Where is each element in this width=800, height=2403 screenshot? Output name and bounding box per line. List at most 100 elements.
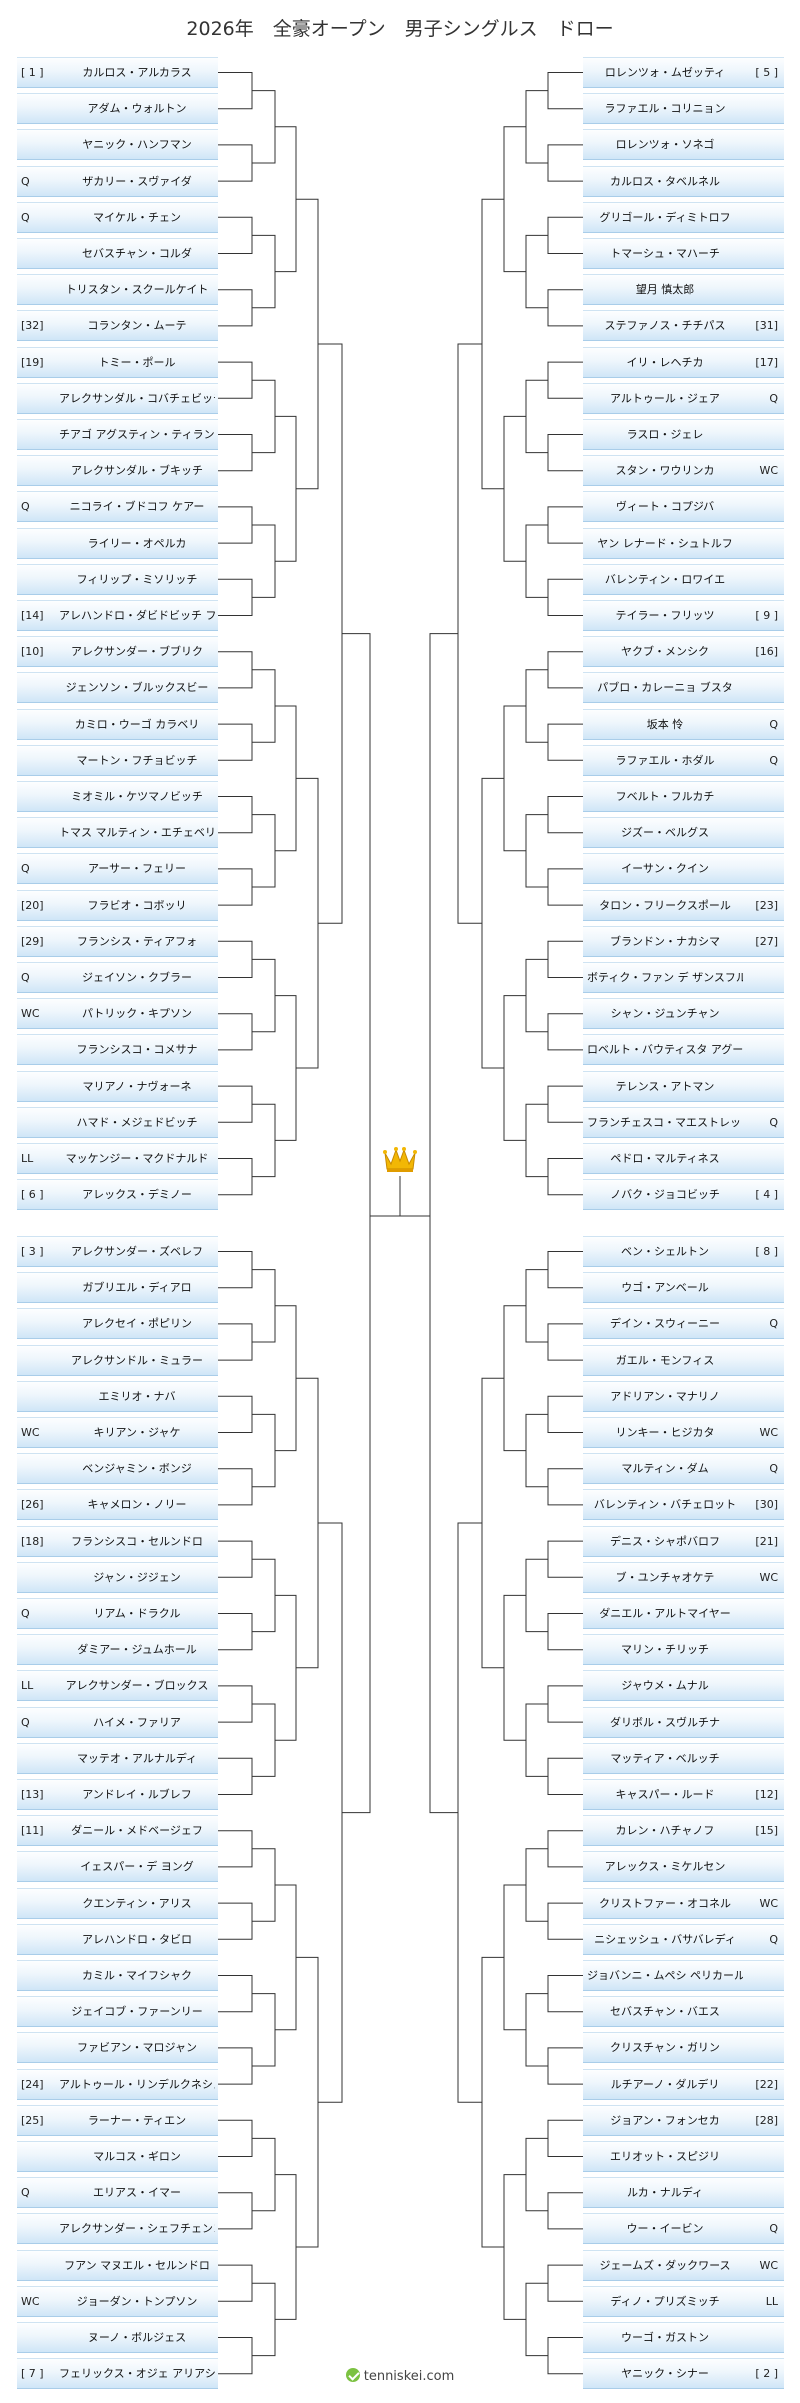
seed-tag: WC xyxy=(21,2295,40,2308)
bracket-line xyxy=(218,1757,253,1795)
player-name: マートン・フチョビッチ xyxy=(76,754,198,767)
player-name: マッテオ・アルナルディ xyxy=(76,1752,198,1765)
seed-tag: [28] xyxy=(755,2114,778,2127)
bracket-line xyxy=(481,1956,504,2248)
player-name: 望月 慎太郎 xyxy=(635,283,695,296)
seed-tag: [32] xyxy=(21,319,44,332)
seed-tag: Q xyxy=(21,971,30,984)
player-name: テイラー・フリッツ xyxy=(615,609,715,622)
bracket-line xyxy=(252,1103,276,1178)
player-name: ブランドン・ナカシマ xyxy=(610,935,720,948)
player-slot: ダミアー・ジュムホール xyxy=(17,1634,218,1665)
bracket-line xyxy=(252,2137,276,2212)
bracket-line xyxy=(275,705,297,852)
seed-tag: [18] xyxy=(21,1535,44,1548)
bracket-line xyxy=(503,1594,526,1741)
player-name: グリゴール・ディミトロフ xyxy=(599,211,731,224)
player-slot: ウゴ・アンベール xyxy=(583,1272,784,1303)
bracket-line xyxy=(547,434,583,472)
bracket-line xyxy=(275,1305,297,1452)
player-slot: [14]アレハンドロ・ダビドビッチ フォキナ xyxy=(17,600,218,631)
player-slot: ガエル・モンフィス xyxy=(583,1345,784,1376)
player-name: パトリック・キプソン xyxy=(81,1007,193,1020)
bracket-line xyxy=(252,234,276,309)
bracket-line xyxy=(547,1323,583,1361)
seed-tag: [ 8 ] xyxy=(755,1245,778,1258)
player-slot: [20]フラビオ・コボッリ xyxy=(17,890,218,921)
player-slot: [11]ダニール・メドベージェフ xyxy=(17,1815,218,1846)
player-name: アレハンドロ・タビロ xyxy=(82,1933,192,1946)
player-slot: ロベルト・バウティスタ アグート xyxy=(583,1034,784,1065)
bracket-line xyxy=(525,1703,548,1777)
player-slot: アレハンドロ・タビロ xyxy=(17,1924,218,1955)
bracket-line xyxy=(429,633,458,1814)
player-slot: [ 9 ]テイラー・フリッツ xyxy=(583,600,784,631)
player-slot: ライリー・オペルカ xyxy=(17,528,218,559)
seed-tag: [ 3 ] xyxy=(21,1245,44,1258)
player-name: ウー・イービン xyxy=(626,2222,704,2235)
bracket-line xyxy=(252,2282,276,2357)
player-name: スタン・ワウリンカ xyxy=(615,464,715,477)
player-slot: バレンティン・ロワイエ xyxy=(583,564,784,595)
bracket-line xyxy=(525,2282,548,2357)
player-name: ルカ・ナルディ xyxy=(627,2186,703,2199)
bracket-line xyxy=(318,343,343,924)
bracket-line xyxy=(218,2047,253,2085)
player-name: ノバク・ジョコビッチ xyxy=(610,1188,720,1201)
player-name: ロレンツォ・ソネゴ xyxy=(615,138,715,151)
player-name: フベルト・フルカチ xyxy=(615,790,715,803)
bracket-line xyxy=(296,1956,319,2248)
bracket-line xyxy=(481,1377,504,1669)
player-name: ボティク・ファン デ ザンスフルプ xyxy=(587,971,743,984)
player-name: ライリー・オペルカ xyxy=(87,537,187,550)
bracket-line xyxy=(525,1103,548,1178)
player-name: マリアノ・ナヴォーネ xyxy=(82,1080,192,1093)
bracket-line xyxy=(318,1522,343,2103)
player-slot: [32]コランタン・ムーテ xyxy=(17,310,218,341)
player-name: アダム・ウォルトン xyxy=(87,102,187,115)
seed-tag: [10] xyxy=(21,645,44,658)
bracket-line xyxy=(218,651,253,689)
seed-tag: [ 6 ] xyxy=(21,1188,44,1201)
player-name: マリン・チリッチ xyxy=(621,1643,709,1656)
bracket-line xyxy=(218,144,253,182)
seed-tag: [19] xyxy=(21,356,44,369)
player-name: アレハンドロ・ダビドビッチ フォキナ xyxy=(59,609,215,622)
bracket-line xyxy=(252,1848,276,1922)
player-name: カミロ・ウーゴ カラベリ xyxy=(74,718,200,731)
player-name: クリストファー・オコネル xyxy=(599,1897,731,1910)
player-name: アレクセイ・ポピリン xyxy=(82,1317,192,1330)
seed-tag: Q xyxy=(769,754,778,767)
bracket-line xyxy=(547,1830,583,1868)
bracket-line xyxy=(218,1540,253,1578)
player-slot: セバスチャン・コルダ xyxy=(17,238,218,269)
bracket-line xyxy=(275,1594,297,1741)
player-name: ジャン・ジジェン xyxy=(93,1571,181,1584)
player-name: エミリオ・ナバ xyxy=(98,1390,176,1403)
player-slot: マートン・フチョビッチ xyxy=(17,745,218,776)
bracket-line xyxy=(525,1413,548,1488)
player-name: ジェンソン・ブルックスビー xyxy=(65,681,209,694)
player-name: アレクサンダー・ブロックス xyxy=(65,1679,209,1692)
player-name: パブロ・カレーニョ ブスタ xyxy=(597,681,733,694)
bracket-line xyxy=(525,2137,548,2212)
player-name: マッティア・ベルッチ xyxy=(610,1752,720,1765)
player-name: ペドロ・マルティネス xyxy=(610,1152,720,1165)
bracket-line xyxy=(547,1395,583,1433)
player-name: セバスチャン・コルダ xyxy=(82,247,192,260)
player-slot: ジャウメ・ムナル xyxy=(583,1670,784,1701)
bracket-line xyxy=(547,1902,583,1940)
player-slot: ヌーノ・ボルジェス xyxy=(17,2322,218,2353)
player-slot: [ 5 ]ロレンツォ・ムゼッティ xyxy=(583,57,784,88)
seed-tag: Q xyxy=(769,1462,778,1475)
